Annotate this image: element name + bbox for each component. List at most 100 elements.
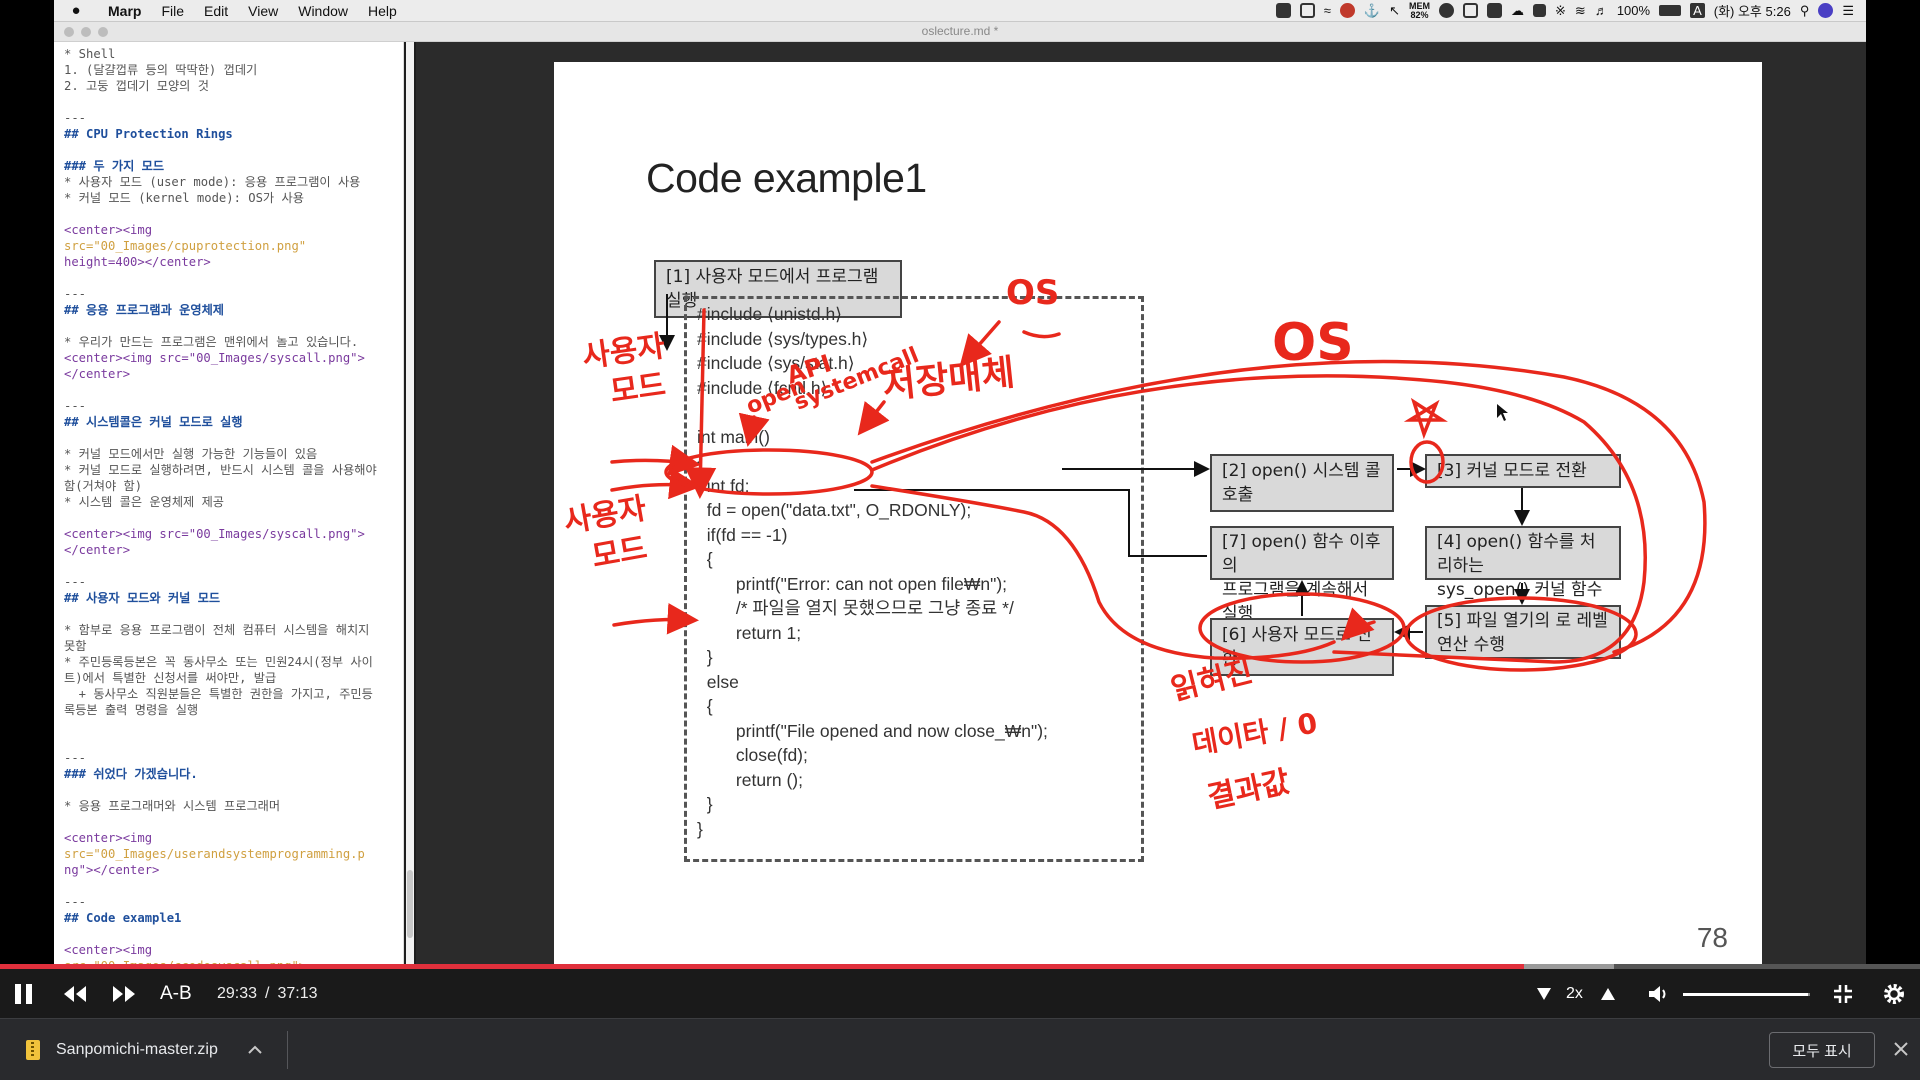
menu-view[interactable]: View [248, 2, 279, 19]
wifi-icon[interactable]: ≋ [1574, 2, 1586, 18]
code-line: if(fd == -1) [697, 524, 788, 545]
editor-line: ng"></center> [64, 863, 160, 877]
notification-center-icon[interactable]: ☰ [1842, 2, 1854, 18]
annotation-result: 결과값 [1204, 764, 1293, 816]
editor-line: <center><img [64, 943, 153, 957]
editor-line: </center> [64, 543, 131, 557]
menu-file[interactable]: File [161, 2, 185, 19]
editor-line: * 커널 모드로 실행하려면, 반드시 시스템 콜을 사용해야 [64, 463, 377, 477]
tray-grid-icon[interactable] [1533, 4, 1546, 17]
input-source[interactable]: A [1690, 3, 1705, 18]
code-line: fd = open("data.txt", O_RDONLY); [697, 500, 972, 520]
editor-line: --- [64, 399, 87, 413]
editor-scroll-thumb[interactable] [407, 870, 413, 938]
code-line: } [697, 818, 703, 839]
apple-menu-icon[interactable]: ● [71, 2, 81, 19]
editor-line [64, 558, 377, 574]
editor-line: --- [64, 895, 87, 909]
editor-line: --- [64, 575, 87, 589]
siri-icon[interactable] [1818, 3, 1834, 18]
menu-edit[interactable]: Edit [204, 2, 229, 19]
seek-bar[interactable] [0, 964, 1920, 969]
editor-line [64, 382, 377, 398]
settings-button[interactable] [1882, 969, 1906, 1018]
download-filename: Sanpomichi-master.zip [56, 1041, 218, 1058]
code-line: } [697, 794, 713, 814]
tray-pen-icon[interactable] [1299, 3, 1315, 18]
editor-line: --- [64, 287, 87, 301]
gear-icon [1884, 983, 1904, 1004]
speed-down-button[interactable] [1536, 969, 1552, 1018]
chevron-up-icon[interactable] [248, 1045, 262, 1055]
editor-scrollbar[interactable] [406, 42, 414, 975]
pause-button[interactable] [12, 969, 36, 1018]
editor-line: * 응용 프로그래머와 시스템 프로그래머 [64, 799, 281, 813]
spotlight-icon[interactable]: ⚲ [1799, 2, 1810, 18]
volume-button[interactable] [1647, 969, 1669, 1018]
close-download-bar-button[interactable] [1886, 1034, 1916, 1064]
editor-line: height=400></center> [64, 255, 211, 269]
menu-help[interactable]: Help [368, 2, 397, 19]
annotation-read-data: 읽혀진 [1167, 654, 1256, 708]
code-line: printf("File opened and now close_₩n"); [697, 720, 1048, 741]
tray-cursor-icon[interactable]: ↖ [1389, 2, 1400, 18]
tray-app-icon[interactable] [1275, 3, 1291, 18]
show-all-button[interactable]: 모두 표시 [1769, 1032, 1875, 1068]
editor-line: <center><img [64, 831, 153, 845]
tray-wave-icon[interactable]: ≈ [1323, 3, 1331, 18]
annotation-os-1: OS [1006, 273, 1059, 313]
editor-line [64, 814, 377, 830]
clock[interactable]: (화) 오후 5:26 [1713, 4, 1791, 19]
download-item[interactable]: Sanpomichi-master.zip [26, 1019, 262, 1080]
seek-bar-buffered [1524, 964, 1614, 969]
forward-button[interactable] [111, 969, 137, 1018]
minimize-window-button[interactable] [81, 27, 91, 37]
speed-up-button[interactable] [1600, 969, 1616, 1018]
editor-line: 함(거쳐야 함) [64, 479, 143, 493]
step-6-box: [6] 사용자 모드로 전환 [1210, 618, 1394, 676]
close-window-button[interactable] [64, 27, 74, 37]
forward-icon [113, 985, 135, 1002]
code-line: { [697, 696, 713, 716]
step-5-box: [5] 파일 열기의 로 레벨 연산 수행 [1425, 605, 1621, 659]
menu-window[interactable]: Window [298, 2, 349, 19]
editor-line [64, 430, 377, 446]
bluetooth-icon[interactable]: ※ [1555, 2, 1566, 18]
code-line: #include ⟨sys/stat.h⟩ [697, 353, 855, 373]
battery-percent[interactable]: 100% [1616, 3, 1651, 18]
code-region [684, 296, 1144, 862]
step-5-line1: [5] 파일 열기의 로 레벨 [1437, 611, 1608, 631]
seek-bar-played [0, 964, 1524, 969]
code-line: else [697, 671, 739, 692]
volume-slider[interactable] [1683, 993, 1810, 996]
tray-red-icon[interactable] [1339, 3, 1355, 18]
code-line: close(fd); [697, 745, 808, 765]
code-line: printf("Error: can not open file₩n"); [697, 573, 1008, 594]
rewind-button[interactable] [62, 969, 88, 1018]
ab-repeat-button[interactable]: A-B [160, 982, 192, 1004]
tray-docker-icon[interactable]: ⚓ [1363, 2, 1381, 18]
tray-circle-icon[interactable] [1439, 3, 1454, 18]
close-icon [1894, 1042, 1908, 1056]
code-line: return (); [697, 769, 803, 790]
editor-line: <center><img src="00_Images/syscall.png"… [64, 351, 365, 365]
tray-screen-icon[interactable] [1487, 3, 1502, 18]
menu-app[interactable]: Marp [108, 2, 142, 19]
editor-line: --- [64, 111, 87, 125]
editor-line: 못함 [64, 639, 87, 653]
mouse-cursor [1497, 404, 1508, 421]
editor-line [64, 318, 377, 334]
editor-line: * 커널 모드 (kernel mode): OS가 사용 [64, 191, 304, 205]
zoom-window-button[interactable] [98, 27, 108, 37]
tray-square-icon[interactable] [1463, 3, 1478, 18]
editor-line: <center><img src="00_Images/syscall.png"… [64, 527, 365, 541]
tray-cloud-icon[interactable]: ☁ [1511, 2, 1524, 18]
exit-fullscreen-button[interactable] [1832, 969, 1854, 1018]
pause-icon [15, 983, 32, 1004]
volume-icon[interactable]: ♬ [1594, 3, 1608, 18]
editor-line: ## 시스템콜은 커널 모드로 실행 [64, 415, 243, 429]
